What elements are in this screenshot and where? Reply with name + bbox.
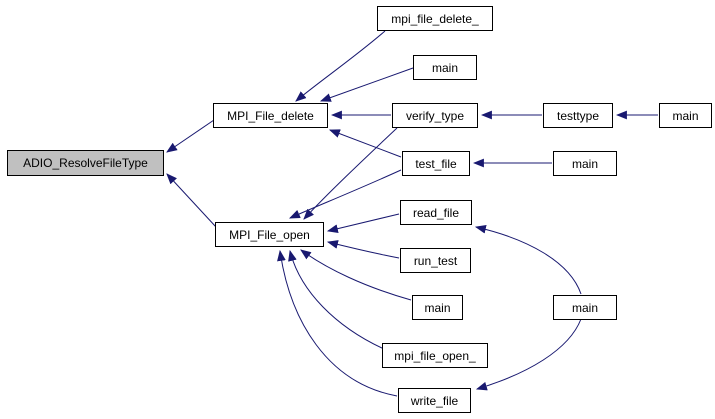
edge-main-4-to-MPI_File_open [300, 249, 412, 301]
graph-node-main-5[interactable]: main [553, 295, 617, 320]
edge-main-5-to-write_file [475, 318, 582, 391]
graph-node-mpi_file_open_[interactable]: mpi_file_open_ [382, 343, 488, 368]
edge-MPI_File_delete-to-ADIO_ResolveFileType [166, 119, 215, 153]
graph-node-main-2[interactable]: main [659, 103, 712, 128]
graph-node-main-4[interactable]: main [412, 295, 463, 320]
edge-test_file-to-MPI_File_delete [328, 129, 402, 158]
edge-test_file-to-MPI_File_open [288, 169, 402, 219]
graph-node-ADIO_ResolveFileType: ADIO_ResolveFileType [7, 150, 164, 176]
graph-node-verify_type[interactable]: verify_type [392, 103, 478, 128]
edge-run_test-to-MPI_File_open [326, 240, 400, 259]
edge-MPI_File_open-to-ADIO_ResolveFileType [166, 173, 217, 228]
edge-verify_type-to-MPI_File_open [303, 127, 398, 220]
graph-node-write_file[interactable]: write_file [398, 388, 471, 413]
graph-node-main-3[interactable]: main [553, 151, 617, 176]
edge-mpi_file_delete_-to-MPI_File_delete [295, 30, 386, 102]
graph-node-testtype[interactable]: testtype [543, 103, 613, 128]
graph-node-main-1[interactable]: main [413, 55, 477, 80]
graph-node-MPI_File_delete[interactable]: MPI_File_delete [213, 103, 328, 128]
graph-node-read_file[interactable]: read_file [400, 200, 472, 225]
edge-main-5-to-read_file [474, 224, 582, 295]
graph-node-test_file[interactable]: test_file [402, 151, 470, 176]
graph-node-MPI_File_open[interactable]: MPI_File_open [215, 222, 324, 247]
edge-mpi_file_open_-to-MPI_File_open [288, 249, 385, 350]
edge-read_file-to-MPI_File_open [326, 213, 400, 233]
edge-main-1-to-MPI_File_delete [319, 67, 414, 102]
edge-write_file-to-MPI_File_open [277, 249, 398, 397]
graph-node-mpi_file_delete_[interactable]: mpi_file_delete_ [377, 6, 493, 31]
graph-node-run_test[interactable]: run_test [400, 248, 471, 273]
